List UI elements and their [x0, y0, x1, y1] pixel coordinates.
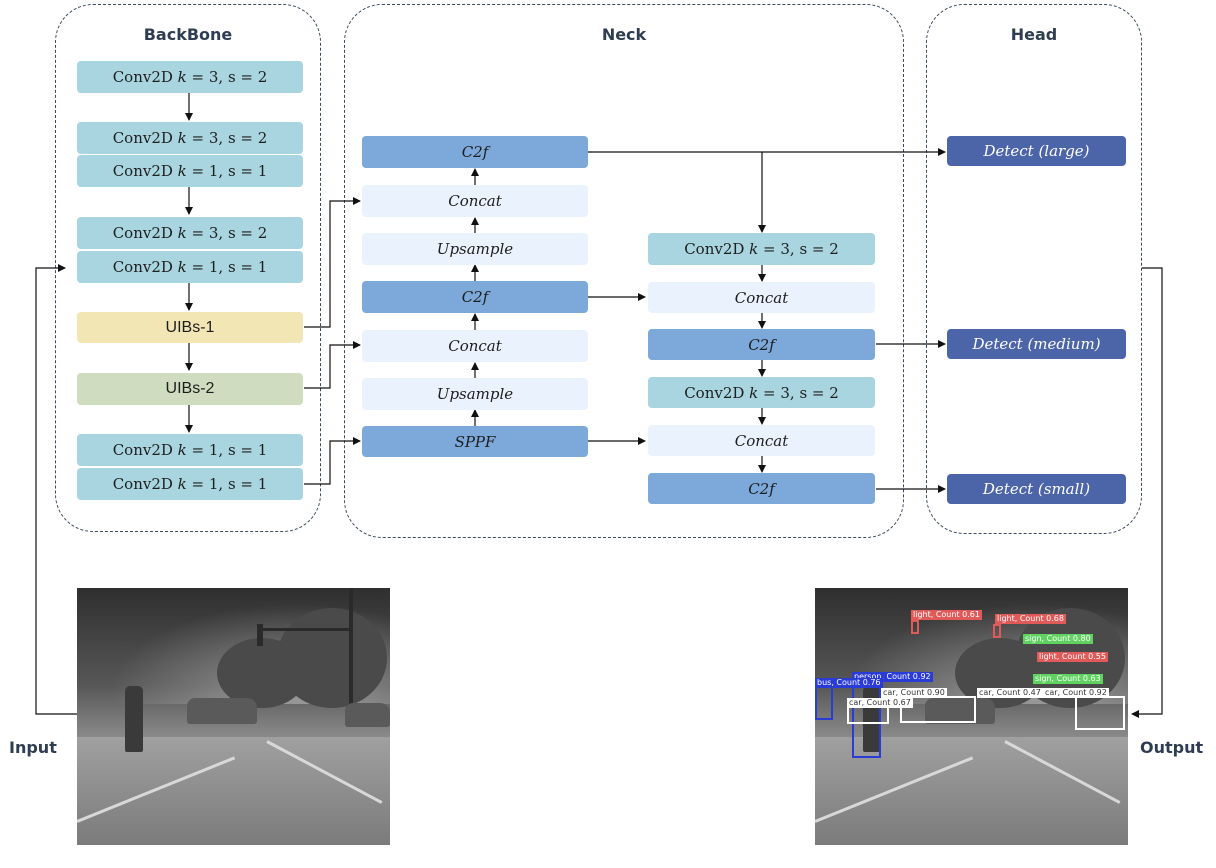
- detection-label: sign, Count 0.63: [1033, 674, 1103, 684]
- output-road: [815, 737, 1128, 845]
- output-image: light, Count 0.61 light, Count 0.68 sign…: [815, 588, 1128, 845]
- neck-upsample-top: Upsample: [362, 233, 588, 265]
- neck-panel: Neck: [344, 4, 904, 538]
- head-title: Head: [1010, 25, 1058, 44]
- backbone-conv-6: Conv2D 𝑘 = 1, s = 1: [77, 434, 303, 466]
- neck-right-conv-1: Conv2D 𝑘 = 3, s = 2: [648, 233, 875, 265]
- neck-right-concat-1: Concat: [648, 282, 875, 313]
- neck-c2f-top: C2f: [362, 136, 588, 168]
- neck-concat-top: Concat: [362, 185, 588, 217]
- arrow-uibs2-to-concat: [304, 341, 361, 389]
- backbone-conv-4: Conv2D 𝑘 = 3, s = 2: [77, 217, 303, 249]
- backbone-conv-3: Conv2D 𝑘 = 1, s = 1: [77, 155, 303, 187]
- detection-label: car, Count 0.92: [1043, 688, 1109, 698]
- neck-title: Neck: [601, 25, 647, 44]
- input-road: [77, 737, 390, 845]
- head-detect-large: Detect (large): [947, 136, 1126, 166]
- input-pole: [257, 628, 352, 631]
- neck-concat-mid: Concat: [362, 330, 588, 362]
- neck-right-concat-2: Concat: [648, 425, 875, 456]
- input-label: Input: [9, 738, 57, 757]
- backbone-conv-7: Conv2D 𝑘 = 1, s = 1: [77, 468, 303, 500]
- detection-label: light, Count 0.61: [911, 610, 982, 620]
- head-panel: Head: [926, 4, 1142, 534]
- arrow-conv-to-sppf: [304, 437, 361, 485]
- detection-label: light, Count 0.68: [995, 614, 1066, 624]
- backbone-conv-5: Conv2D 𝑘 = 1, s = 1: [77, 251, 303, 283]
- output-car: [925, 698, 995, 724]
- backbone-title: BackBone: [143, 25, 233, 44]
- head-detect-small: Detect (small): [947, 474, 1126, 504]
- backbone-conv-1: Conv2D 𝑘 = 3, s = 2: [77, 61, 303, 93]
- input-image: [77, 588, 390, 845]
- input-signal: [257, 624, 263, 646]
- detection-box: [993, 624, 1001, 638]
- detection-label: light, Count 0.55: [1037, 652, 1108, 662]
- backbone-conv-2: Conv2D 𝑘 = 3, s = 2: [77, 122, 303, 154]
- detection-box: [1075, 696, 1125, 730]
- arrow-output: [1131, 267, 1163, 718]
- neck-upsample-mid: Upsample: [362, 378, 588, 410]
- detection-label: car, Count 0.47: [977, 688, 1043, 698]
- arrow-uibs1-to-concat: [304, 197, 361, 328]
- backbone-uibs-1: UIBs-1: [77, 312, 303, 343]
- head-detect-medium: Detect (medium): [947, 329, 1126, 359]
- neck-right-conv-2: Conv2D 𝑘 = 3, s = 2: [648, 377, 875, 408]
- neck-right-c2f-1: C2f: [648, 329, 875, 360]
- neck-right-c2f-2: C2f: [648, 473, 875, 504]
- detection-label: car, Count 0.67: [847, 698, 913, 708]
- detection-label: person, Count 0.92: [852, 672, 933, 682]
- input-tree: [277, 608, 387, 708]
- output-label: Output: [1140, 738, 1204, 757]
- neck-sppf: SPPF: [362, 426, 588, 457]
- detection-box: [847, 706, 889, 724]
- input-car: [187, 698, 257, 724]
- detection-label: bus, Count 0.76: [815, 678, 883, 688]
- arrow-input: [35, 264, 78, 715]
- detection-box: [911, 620, 919, 634]
- input-car: [345, 703, 390, 727]
- backbone-uibs-2: UIBs-2: [77, 373, 303, 405]
- neck-c2f-mid: C2f: [362, 281, 588, 313]
- input-person: [125, 686, 143, 752]
- input-pole: [349, 588, 353, 718]
- detection-label: car, Count 0.90: [881, 688, 947, 698]
- detection-label: sign, Count 0.80: [1023, 634, 1093, 644]
- detection-box: [815, 686, 833, 720]
